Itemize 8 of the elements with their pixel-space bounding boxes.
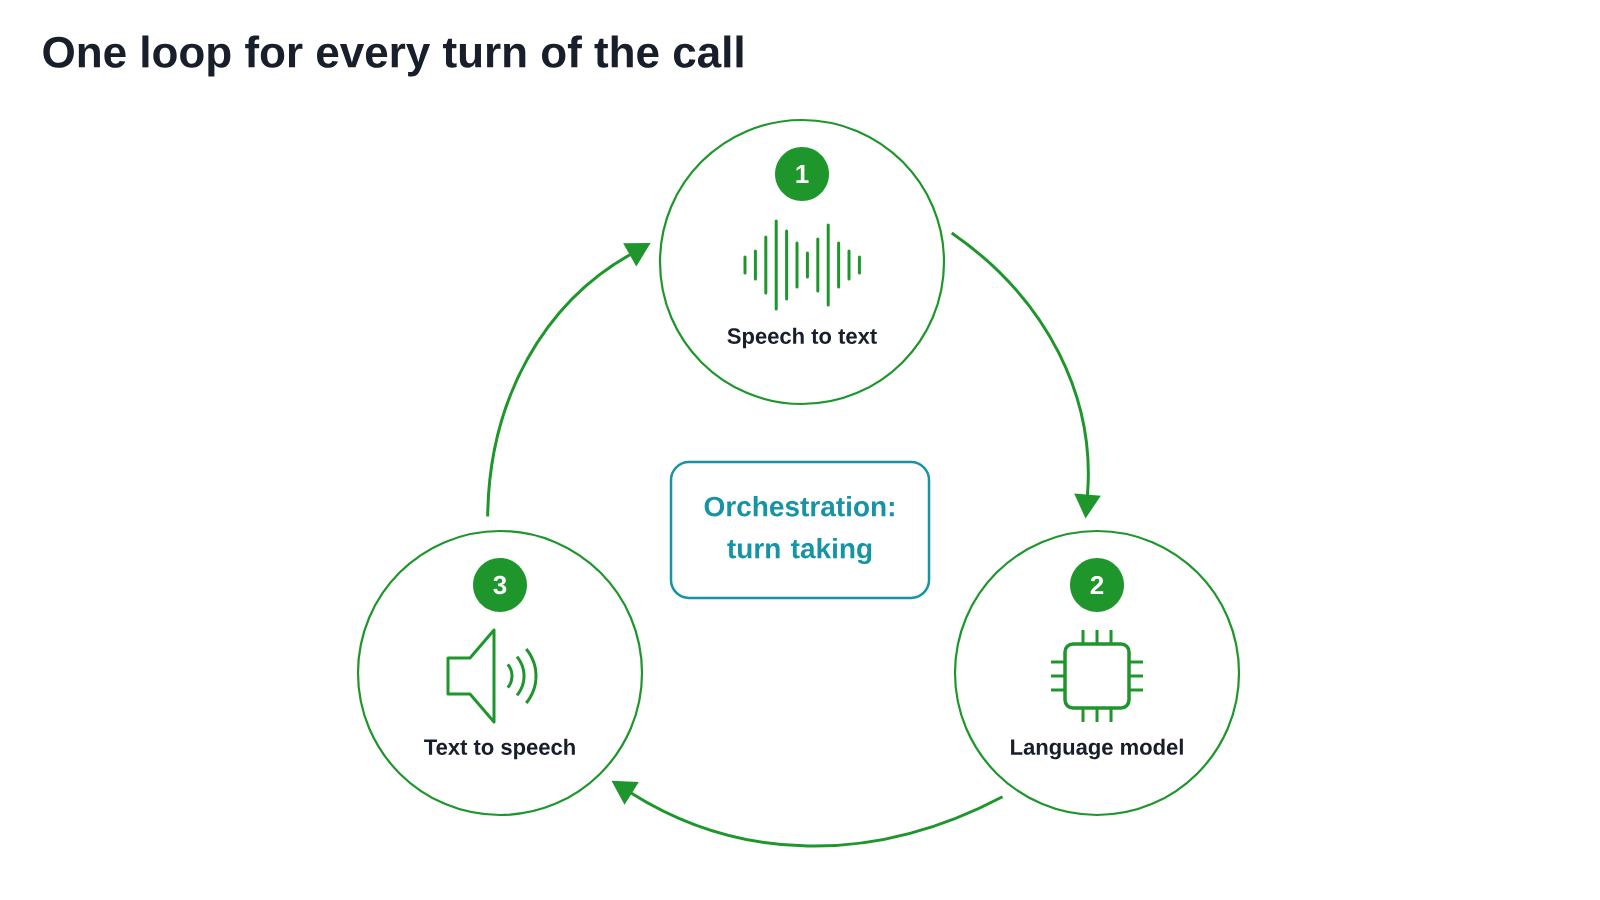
step-number-badge: 2 bbox=[1070, 558, 1124, 612]
step-label: Text to speech bbox=[424, 738, 575, 760]
step-number-badge: 1 bbox=[775, 147, 829, 201]
step-number-badge: 3 bbox=[473, 558, 527, 612]
step-label: Speech to text bbox=[727, 327, 877, 349]
orchestration-box: Orchestration: turn taking bbox=[669, 460, 931, 600]
step-label: Language model bbox=[1011, 738, 1183, 760]
title: One loop for every turn of the call bbox=[43, 35, 743, 77]
